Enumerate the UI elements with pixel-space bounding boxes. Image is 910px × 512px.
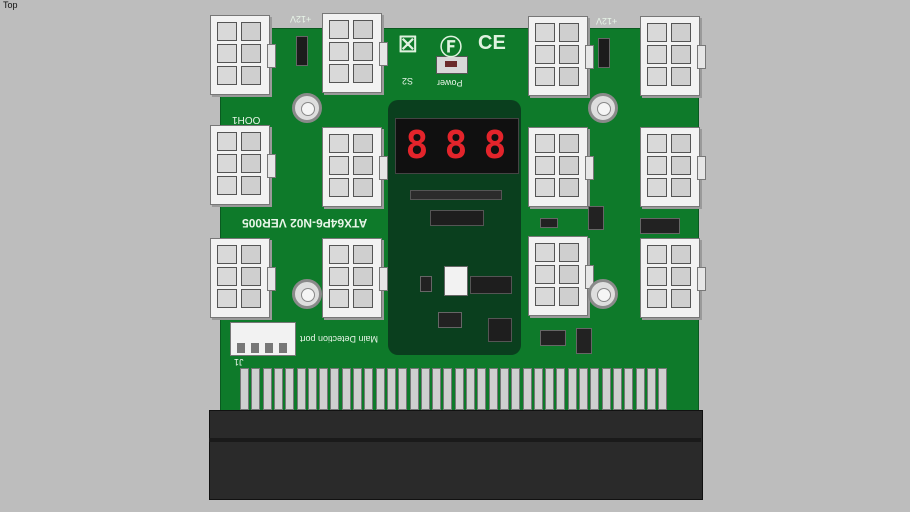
edge-pin <box>273 368 283 410</box>
edge-pin <box>556 368 566 410</box>
edge-pin <box>658 368 668 410</box>
connector-j4 <box>322 238 388 318</box>
edge-pin <box>466 368 475 410</box>
viewport-label: Top <box>3 0 18 10</box>
connector-j8 <box>322 127 388 207</box>
display-digit: 8 <box>444 123 468 167</box>
rail-label-right: +12V <box>596 16 618 26</box>
connector-j10 <box>640 16 706 96</box>
detection-port-label: Main Detection port <box>300 334 379 344</box>
power-button[interactable] <box>436 56 468 74</box>
edge-pin <box>477 368 487 410</box>
white-module <box>444 266 468 296</box>
seven-segment-display: 8 8 8 <box>395 118 519 174</box>
edge-pin <box>319 368 329 410</box>
edge-pin <box>590 368 600 410</box>
smd-part <box>540 330 566 346</box>
edge-pin <box>579 368 588 410</box>
edge-pin <box>488 368 498 410</box>
edge-pin <box>296 368 306 410</box>
edge-pin <box>533 368 543 410</box>
connector-j5 <box>210 238 276 318</box>
ce-mark-icon: CE <box>478 32 506 54</box>
edge-pin <box>409 368 419 410</box>
edge-connector <box>209 410 703 500</box>
edge-pin <box>353 368 362 410</box>
crossed-bin-icon: ☒ <box>398 32 418 57</box>
detection-ref-label: J1 <box>234 357 244 367</box>
edge-pin <box>285 368 295 410</box>
smd-part <box>540 218 558 228</box>
edge-pin <box>341 368 351 410</box>
connector-j3 <box>528 236 594 316</box>
edge-pin <box>545 368 555 410</box>
edge-pin <box>375 368 385 410</box>
edge-pin <box>567 368 577 410</box>
display-digit: 8 <box>405 123 429 167</box>
jumper <box>598 38 610 68</box>
edge-pin <box>454 368 464 410</box>
edge-pin <box>646 368 656 410</box>
edge-pin <box>624 368 634 410</box>
mounting-hole <box>292 93 322 123</box>
edge-pin <box>307 368 317 410</box>
rail-label-left: +12V <box>290 14 312 24</box>
mounting-hole <box>292 279 322 309</box>
ic-chip <box>430 210 484 226</box>
switch-label: S2 <box>402 76 414 86</box>
mounting-hole <box>588 93 618 123</box>
connector-j7 <box>528 127 594 207</box>
connector-j9 <box>210 125 276 205</box>
connector-j12 <box>322 13 388 93</box>
edge-pin <box>612 368 622 410</box>
edge-pin <box>251 368 261 410</box>
jumper <box>296 36 308 66</box>
edge-pin <box>511 368 521 410</box>
main-detection-port <box>230 322 296 356</box>
edge-pin <box>432 368 442 410</box>
pin-header <box>410 190 502 200</box>
mounting-hole <box>588 279 618 309</box>
edge-pin <box>398 368 408 410</box>
power-label: Power <box>437 78 463 88</box>
ic-chip <box>470 276 512 294</box>
fcc-mark-icon: Ⓕ <box>440 35 463 60</box>
edge-pin <box>386 368 396 410</box>
smd-part <box>438 312 462 328</box>
connector-j13 <box>210 15 276 95</box>
edge-connector-seam <box>209 438 701 442</box>
smd-part <box>640 218 680 234</box>
edge-pin <box>330 368 340 410</box>
edge-pin <box>635 368 645 410</box>
smd-part <box>588 206 604 230</box>
edge-pin <box>240 368 249 410</box>
connector-j11 <box>528 16 594 96</box>
ic-chip <box>488 318 512 342</box>
display-digit: 8 <box>483 123 507 167</box>
edge-pin <box>499 368 509 410</box>
model-label: ATX64P6-N02 VER005 <box>242 216 368 230</box>
connector-j6 <box>640 127 706 207</box>
edge-pin <box>601 368 611 410</box>
edge-pin <box>364 368 374 410</box>
edge-pin <box>262 368 272 410</box>
connector-j2 <box>640 238 706 318</box>
edge-pin <box>443 368 453 410</box>
smd-part <box>420 276 432 292</box>
smd-part <box>576 328 592 354</box>
code-label: OOH1 <box>232 114 261 125</box>
edge-pin <box>420 368 430 410</box>
edge-pin <box>522 368 532 410</box>
